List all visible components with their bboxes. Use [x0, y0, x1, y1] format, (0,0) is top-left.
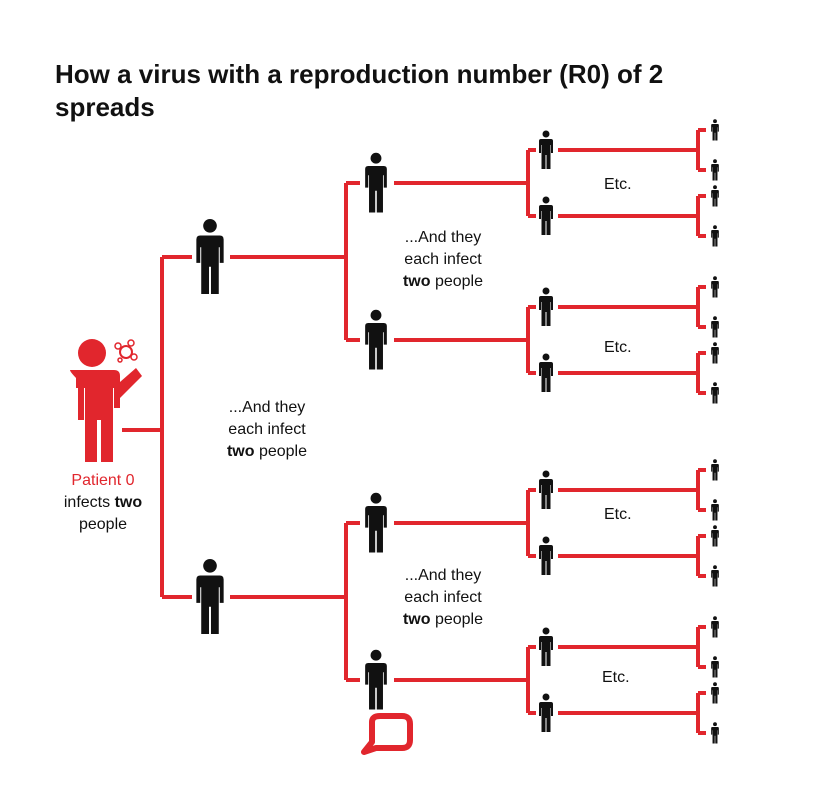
- level2-top-line1: ...And they: [404, 229, 482, 246]
- etc-label-1: Etc.: [604, 176, 632, 193]
- person-icon: [711, 316, 719, 338]
- person-icon: [539, 353, 553, 392]
- person-icon: [711, 459, 719, 481]
- level1-label-line3: two people: [200, 441, 334, 463]
- person-icon: [196, 218, 224, 295]
- person-icon: [365, 492, 387, 553]
- person-icon: [365, 309, 387, 370]
- level1-label: ...And they each infect two people: [200, 397, 334, 463]
- level2-bottom-line2: each infect: [404, 589, 482, 606]
- person-icon: [711, 656, 719, 678]
- person-icon: [539, 470, 553, 509]
- etc-label-4: Etc.: [602, 669, 630, 686]
- level2-label-top: ...And they each infect two people: [376, 227, 510, 293]
- level2-bottom-rest: people: [430, 611, 484, 628]
- person-icon: [711, 722, 719, 744]
- person-icon: [711, 682, 719, 704]
- person-icon: [711, 525, 719, 547]
- person-icon: [711, 565, 719, 587]
- patient-infects-count: two: [114, 494, 143, 511]
- person-icon: [711, 225, 719, 247]
- person-icon: [711, 276, 719, 298]
- person-icon: [539, 693, 553, 732]
- level2-bottom-line1: ...And they: [404, 567, 482, 584]
- level1-label-line2: each infect: [228, 421, 306, 438]
- person-icon: [539, 627, 553, 666]
- person-icon: [539, 536, 553, 575]
- patient-people-text: people: [78, 516, 128, 533]
- level2-bottom-line3: two people: [376, 609, 510, 631]
- person-icon: [365, 152, 387, 213]
- person-icon: [365, 649, 387, 710]
- page-title: How a virus with a reproduction number (…: [55, 59, 664, 122]
- connector-lines: [122, 128, 706, 735]
- patient-label: Patient 0 infects two people: [40, 470, 166, 536]
- level2-top-line3: two people: [376, 271, 510, 293]
- person-icon: [539, 196, 553, 235]
- speech-bubble-logo-icon: [361, 713, 413, 755]
- patient-infects-text: infects: [63, 494, 115, 511]
- person-icon: [711, 616, 719, 638]
- level2-top-line2: each infect: [404, 251, 482, 268]
- person-icon: [711, 185, 719, 207]
- etc-label-3: Etc.: [604, 506, 632, 523]
- level1-label-line1: ...And they: [228, 399, 306, 416]
- patient-infects-line: infects two: [40, 492, 166, 514]
- person-icon: [711, 382, 719, 404]
- person-icon: [711, 159, 719, 181]
- sneezing-person-icon: [70, 339, 142, 462]
- level2-label-bottom: ...And they each infect two people: [376, 565, 510, 631]
- person-icon: [711, 119, 719, 141]
- level2-top-rest: people: [430, 273, 484, 290]
- person-icon: [711, 499, 719, 521]
- level2-bottom-count: two: [402, 611, 431, 628]
- level1-label-rest: people: [254, 443, 308, 460]
- person-icon: [539, 130, 553, 169]
- patient-name: Patient 0: [71, 472, 135, 489]
- person-icon: [711, 342, 719, 364]
- etc-label-2: Etc.: [604, 339, 632, 356]
- level1-label-count: two: [226, 443, 255, 460]
- person-icon: [196, 558, 224, 635]
- person-icon: [539, 287, 553, 326]
- level2-top-count: two: [402, 273, 431, 290]
